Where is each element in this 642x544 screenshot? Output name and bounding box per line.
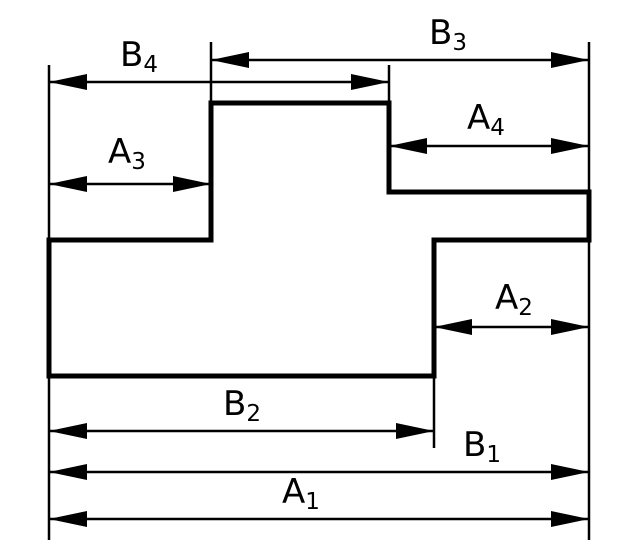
label-letter: A — [467, 98, 490, 138]
label-letter: A — [108, 132, 131, 172]
dimension-b1: B1 — [49, 425, 589, 480]
arrowhead — [434, 319, 472, 335]
dimension-b3: B3 — [211, 13, 589, 68]
arrowhead — [551, 464, 589, 480]
arrowhead — [49, 176, 87, 192]
label-index: 1 — [486, 442, 501, 468]
arrowhead — [551, 319, 589, 335]
arrowhead — [351, 74, 389, 90]
arrowhead — [551, 138, 589, 154]
label-index: 3 — [131, 149, 146, 175]
arrowhead — [49, 464, 87, 480]
label-index: 2 — [246, 401, 261, 427]
label-b4: B4 — [120, 35, 158, 78]
dimension-a2: A2 — [434, 278, 589, 335]
label-a1: A1 — [282, 472, 320, 515]
dimension-a3: A3 — [49, 132, 211, 192]
label-index: 2 — [518, 295, 533, 321]
label-index: 1 — [305, 489, 320, 515]
label-letter: B — [463, 425, 486, 465]
label-letter: B — [120, 35, 143, 75]
label-letter: B — [429, 13, 452, 53]
arrowhead — [551, 511, 589, 527]
arrowhead — [389, 138, 427, 154]
dimension-a1: A1 — [49, 472, 589, 527]
arrowhead — [49, 511, 87, 527]
label-letter: A — [495, 278, 518, 318]
label-index: 3 — [452, 30, 467, 56]
label-b3: B3 — [429, 13, 467, 56]
dimension-b4: B4 — [49, 35, 389, 90]
dimension-b2: B2 — [49, 384, 434, 439]
arrowhead — [211, 52, 249, 68]
dimension-a4: A4 — [389, 98, 589, 154]
arrowhead — [396, 423, 434, 439]
label-a4: A4 — [467, 98, 505, 141]
label-letter: A — [282, 472, 305, 512]
label-a2: A2 — [495, 278, 533, 321]
label-a3: A3 — [108, 132, 146, 175]
label-index: 4 — [490, 115, 505, 141]
label-b2: B2 — [223, 384, 261, 427]
arrowhead — [49, 74, 87, 90]
label-index: 4 — [143, 52, 158, 78]
label-letter: B — [223, 384, 246, 424]
arrowhead — [173, 176, 211, 192]
arrowhead — [551, 52, 589, 68]
label-b1: B1 — [463, 425, 501, 468]
arrowhead — [49, 423, 87, 439]
